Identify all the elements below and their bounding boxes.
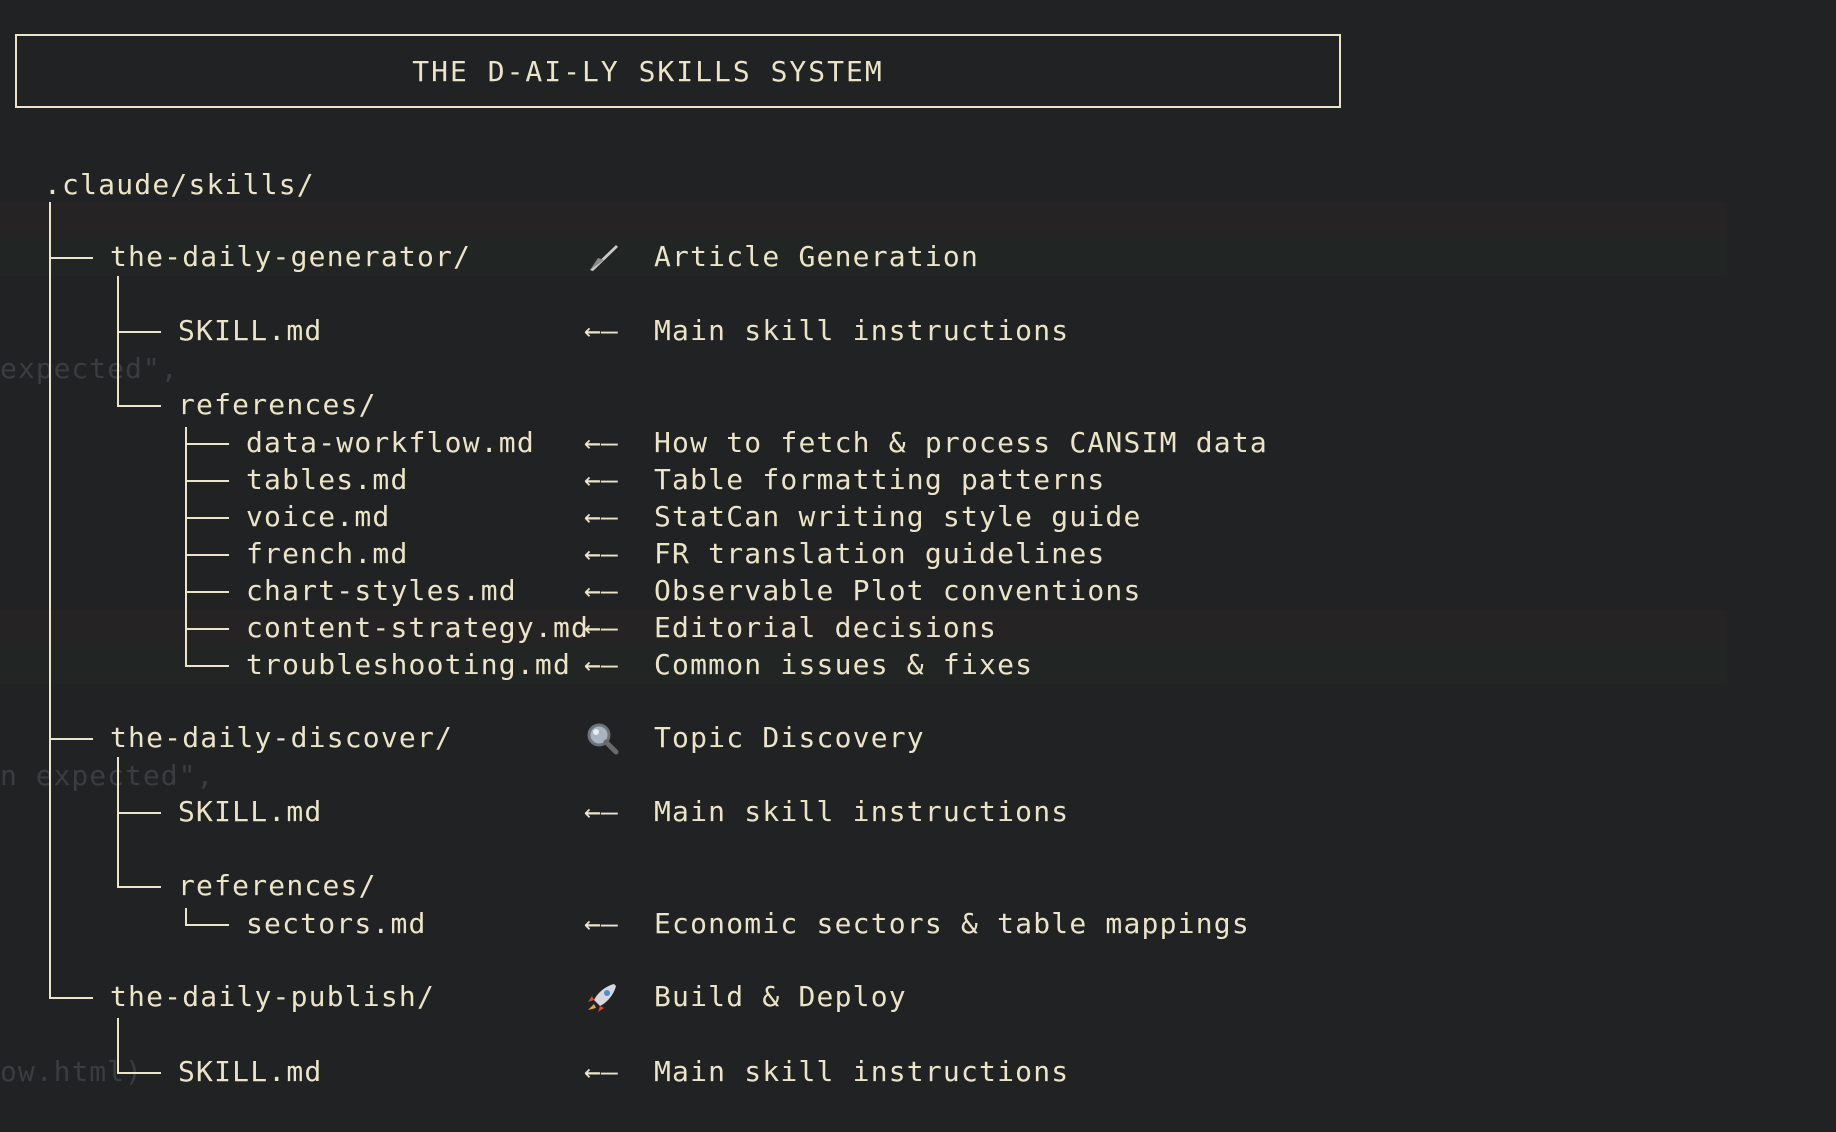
left-arrow-icon: ←— — [584, 500, 618, 533]
left-arrow-icon: ←— — [584, 611, 618, 644]
highlight-band-red — [0, 610, 1727, 646]
ref-file[interactable]: content-strategy.md — [246, 611, 590, 644]
left-arrow-icon: ←— — [584, 314, 618, 347]
ref-file[interactable]: chart-styles.md — [246, 574, 517, 607]
ref-desc: Editorial decisions — [654, 611, 998, 644]
left-arrow-icon: ←— — [584, 463, 618, 496]
ref-desc: Common issues & fixes — [654, 648, 1034, 681]
section-title-discover: Topic Discovery — [654, 721, 925, 754]
tree-trunk-line — [49, 202, 51, 999]
highlight-band-green — [0, 646, 1727, 684]
discover-skill-file[interactable]: SKILL.md — [178, 795, 323, 828]
publish-skill-desc: Main skill instructions — [654, 1055, 1070, 1088]
section-title-publish: Build & Deploy — [654, 980, 907, 1013]
section-title-generator: Article Generation — [654, 240, 980, 273]
folder-the-daily-generator[interactable]: the-daily-generator/ — [110, 240, 472, 273]
left-arrow-icon: ←— — [584, 907, 618, 940]
ref-file[interactable]: tables.md — [246, 463, 409, 496]
tree-branch-line — [185, 628, 229, 630]
left-arrow-icon: ←— — [584, 426, 618, 459]
feather-pen-icon — [584, 240, 624, 274]
left-arrow-icon: ←— — [584, 795, 618, 828]
title-box: THE D-AI-LY SKILLS SYSTEM — [15, 34, 1341, 108]
discover-references-folder[interactable]: references/ — [178, 869, 377, 902]
rocket-icon — [584, 980, 624, 1014]
ref-desc: FR translation guidelines — [654, 537, 1106, 570]
tree-branch-line — [49, 738, 93, 740]
ref-file[interactable]: sectors.md — [246, 907, 427, 940]
ref-file[interactable]: french.md — [246, 537, 409, 570]
highlight-band-green — [0, 238, 1727, 276]
ghost-text: n expected", — [0, 759, 215, 792]
generator-skill-desc: Main skill instructions — [654, 314, 1070, 347]
ref-file[interactable]: voice.md — [246, 500, 391, 533]
tree-sub-line — [185, 908, 187, 926]
tree-sub-line — [117, 757, 119, 887]
tree-branch-line — [185, 517, 229, 519]
tree-branch-line — [185, 443, 229, 445]
tree-sub-line — [185, 427, 187, 667]
left-arrow-icon: ←— — [584, 1055, 618, 1088]
ref-desc: Observable Plot conventions — [654, 574, 1142, 607]
page-title: THE D-AI-LY SKILLS SYSTEM — [412, 54, 884, 88]
tree-sub-line — [117, 1018, 119, 1074]
tree-branch-line — [185, 665, 229, 667]
tree-branch-line — [117, 331, 161, 333]
tree-branch-line — [185, 554, 229, 556]
generator-skill-file[interactable]: SKILL.md — [178, 314, 323, 347]
magnifier-icon — [584, 721, 624, 755]
tree-root-folder[interactable]: .claude/skills/ — [44, 168, 315, 201]
left-arrow-icon: ←— — [584, 574, 618, 607]
publish-skill-file[interactable]: SKILL.md — [178, 1055, 323, 1088]
generator-references-folder[interactable]: references/ — [178, 388, 377, 421]
left-arrow-icon: ←— — [584, 648, 618, 681]
tree-branch-line — [49, 997, 93, 999]
ref-desc: StatCan writing style guide — [654, 500, 1142, 533]
ref-file[interactable]: troubleshooting.md — [246, 648, 572, 681]
ref-file[interactable]: data-workflow.md — [246, 426, 535, 459]
tree-branch-line — [117, 812, 161, 814]
ghost-text: expected", — [0, 352, 179, 385]
ref-desc: How to fetch & process CANSIM data — [654, 426, 1268, 459]
tree-branch-line — [49, 257, 93, 259]
folder-the-daily-publish[interactable]: the-daily-publish/ — [110, 980, 436, 1013]
tree-sub-line — [117, 276, 119, 406]
discover-skill-desc: Main skill instructions — [654, 795, 1070, 828]
highlight-band-red — [0, 202, 1727, 238]
tree-branch-line — [117, 405, 161, 407]
left-arrow-icon: ←— — [584, 537, 618, 570]
ref-desc: Economic sectors & table mappings — [654, 907, 1250, 940]
tree-branch-line — [117, 1072, 161, 1074]
ref-desc: Table formatting patterns — [654, 463, 1106, 496]
tree-branch-line — [185, 924, 229, 926]
folder-the-daily-discover[interactable]: the-daily-discover/ — [110, 721, 454, 754]
tree-branch-line — [185, 480, 229, 482]
tree-branch-line — [117, 886, 161, 888]
tree-branch-line — [185, 591, 229, 593]
